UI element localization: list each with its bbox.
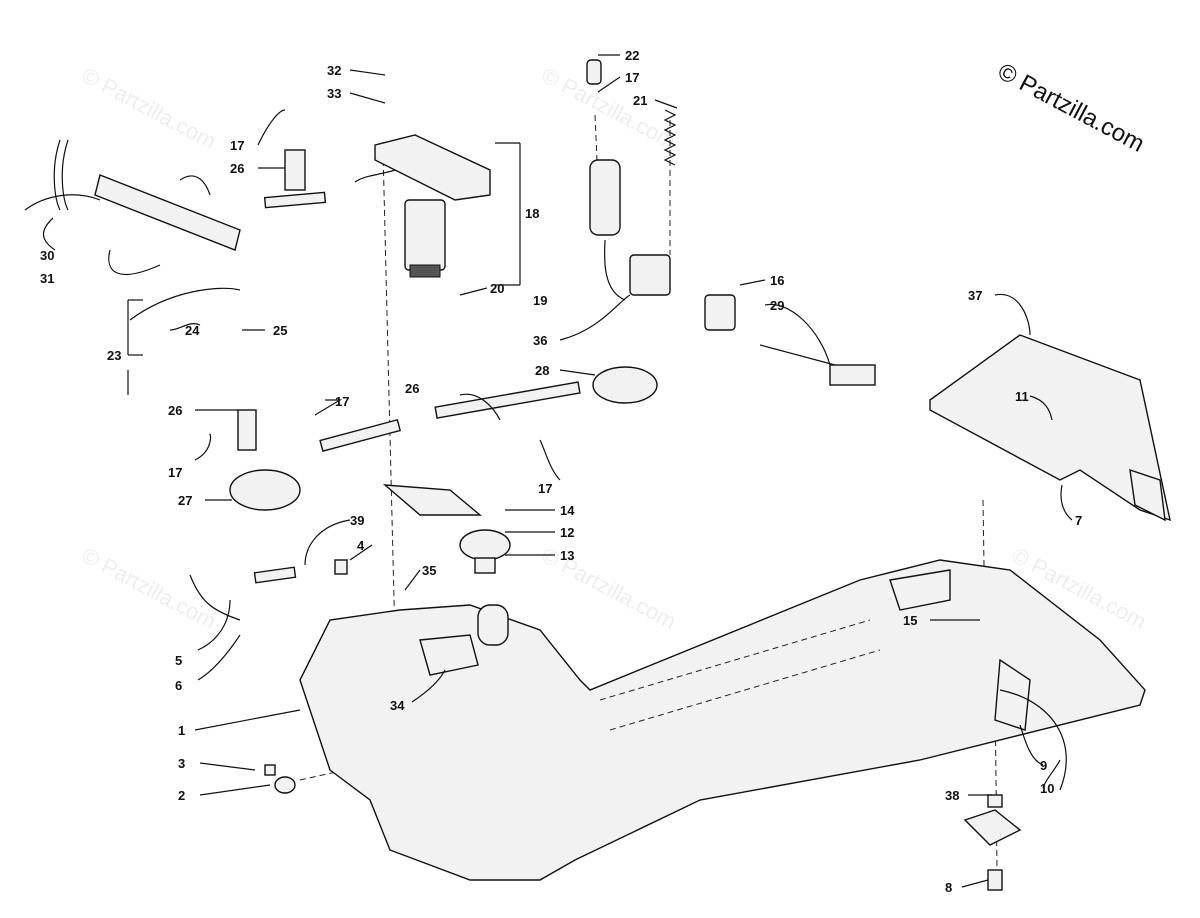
callout-18: 18 [525,206,539,221]
callout-1: 1 [178,723,185,738]
callout-30: 30 [40,248,54,263]
filler-neck [477,604,509,646]
callout-38: 38 [945,788,959,803]
fuel-pump-assembly [354,134,521,286]
callout-29: 29 [770,298,784,313]
callout-32: 32 [327,63,341,78]
callout-3: 3 [178,756,185,771]
callout-26: 26 [230,161,244,176]
tank-opening [419,634,479,676]
watermark: © Partzilla.com [78,542,221,634]
callout-26c: 26 [405,381,419,396]
callout-17e: 17 [625,70,639,85]
callout-19: 19 [533,293,547,308]
callout-36: 36 [533,333,547,348]
callout-6: 6 [175,678,182,693]
callout-17: 17 [230,138,244,153]
callout-labels: 32 33 17 26 30 31 24 25 23 26 17 27 17 2… [40,48,1082,895]
callout-27: 27 [178,493,192,508]
vent-hose [189,559,348,621]
callout-17c: 17 [335,394,349,409]
drain-plug [264,764,296,794]
callout-17b: 17 [168,465,182,480]
callout-5: 5 [175,653,182,668]
callout-33: 33 [327,86,341,101]
sending-unit [704,294,876,386]
callout-24: 24 [185,323,200,338]
fuel-rail-assembly [24,139,327,321]
callout-10: 10 [1040,781,1054,796]
callout-22: 22 [625,48,639,63]
callout-39: 39 [350,513,364,528]
in-tank-pump [586,59,677,296]
fuel-tank [299,559,1146,881]
seat-bracket [929,334,1171,522]
callout-9: 9 [1040,758,1047,773]
callout-4: 4 [357,538,365,553]
callout-28: 28 [535,363,549,378]
mount-hardware [963,794,1022,891]
leader-lines [42,54,1073,888]
callout-25: 25 [273,323,287,338]
callout-21: 21 [633,93,647,108]
callout-35: 35 [422,563,436,578]
callout-31: 31 [40,271,54,286]
watermark: © Partzilla.com [78,62,221,154]
callout-23: 23 [107,348,121,363]
callout-15: 15 [903,613,917,628]
callout-20: 20 [490,281,504,296]
callout-16: 16 [770,273,784,288]
callout-13: 13 [560,548,574,563]
callout-8: 8 [945,880,952,895]
callout-14: 14 [560,503,575,518]
callout-11: 11 [1015,389,1029,404]
callout-17d: 17 [538,481,552,496]
callout-26b: 26 [168,403,182,418]
callout-2: 2 [178,788,185,803]
callout-34: 34 [390,698,405,713]
callout-37: 37 [968,288,982,303]
hoses-and-regulators [229,366,658,574]
callout-12: 12 [560,525,574,540]
watermark: © Partzilla.com [538,62,681,154]
callout-7: 7 [1075,513,1082,528]
